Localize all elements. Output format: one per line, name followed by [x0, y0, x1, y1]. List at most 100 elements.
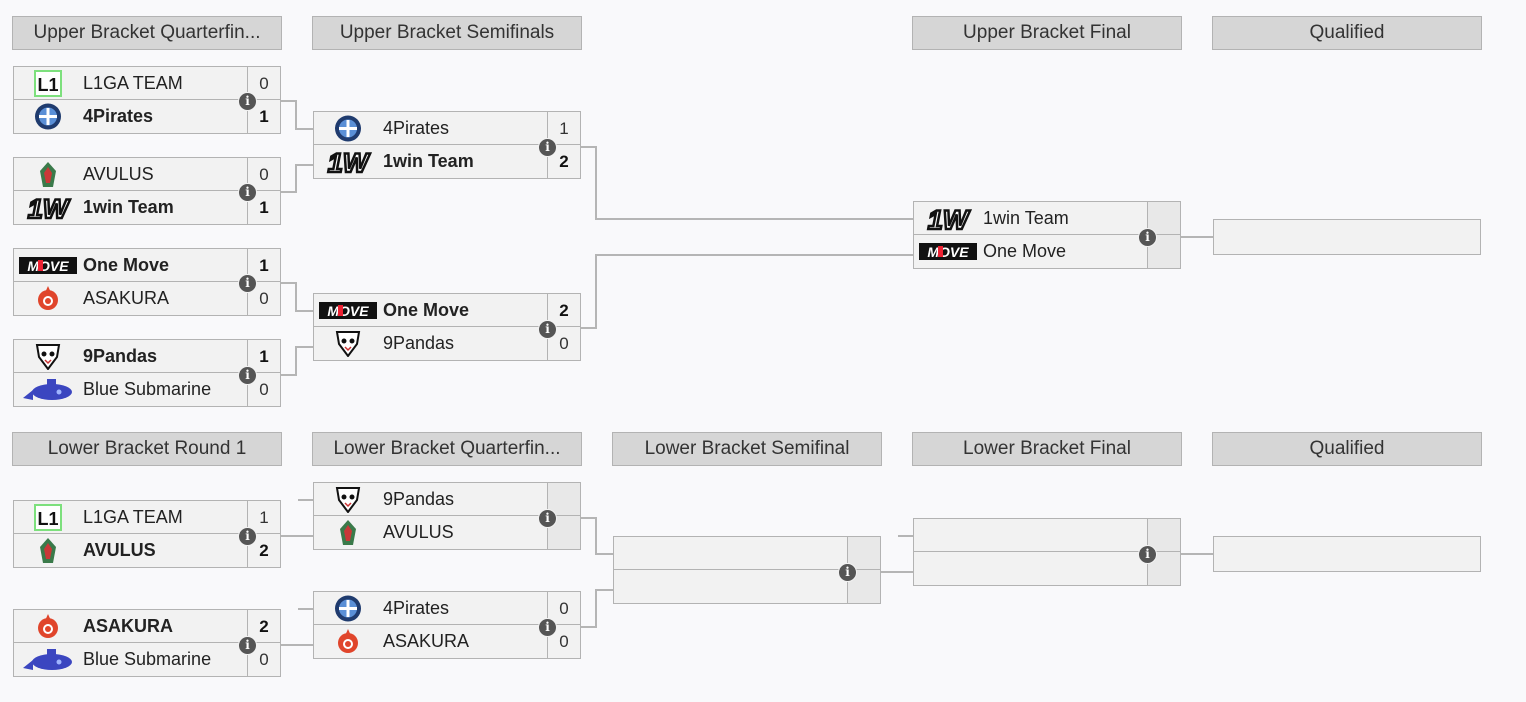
team-row[interactable]: 9Pandas 1: [13, 339, 281, 373]
team-row[interactable]: ASAKURA 0: [13, 282, 281, 316]
match-info-icon[interactable]: i: [1138, 228, 1157, 247]
team-row[interactable]: L1 L1GA TEAM 1: [13, 500, 281, 534]
team-score: 1: [247, 249, 280, 281]
1win-logo-icon: 1W: [919, 204, 977, 237]
match-ub-qf-2: AVULUS 0 1W 1win Team 1: [13, 157, 281, 225]
9pandas-logo-icon: [319, 486, 377, 514]
header-lower-bracket-round-1: Lower Bracket Round 1: [12, 432, 282, 466]
team-row[interactable]: ASAKURA 0: [313, 625, 581, 659]
team-name: 1win Team: [383, 151, 474, 171]
avulus-logo-icon: [319, 519, 377, 546]
team-name: 4Pirates: [83, 106, 154, 126]
match-lb-r1-2: ASAKURA 2 Blue Submarine 0: [13, 609, 281, 677]
qualified-row: [1213, 219, 1481, 255]
header-lower-bracket-final: Lower Bracket Final: [912, 432, 1182, 466]
team-row[interactable]: Blue Submarine 0: [13, 643, 281, 677]
asakura-logo-icon: [19, 285, 77, 312]
team-name: AVULUS: [83, 540, 156, 560]
match-info-icon[interactable]: i: [238, 527, 257, 546]
match-lb-sf: [613, 536, 881, 604]
match-info-icon[interactable]: i: [238, 183, 257, 202]
svg-text:1W: 1W: [328, 148, 371, 175]
1win-logo-icon: 1W: [319, 147, 377, 180]
match-lb-qf-2: 4Pirates 0 ASAKURA 0: [313, 591, 581, 659]
team-name: One Move: [83, 255, 170, 275]
match-info-icon[interactable]: i: [1138, 545, 1157, 564]
header-lower-qualified: Qualified: [1212, 432, 1482, 466]
match-info-icon[interactable]: i: [238, 636, 257, 655]
9pandas-logo-icon: [19, 343, 77, 371]
team-row-empty[interactable]: [613, 536, 881, 570]
match-info-icon[interactable]: i: [238, 274, 257, 293]
match-info-icon[interactable]: i: [538, 138, 557, 157]
match-ub-qf-3: MOVE One Move 1 ASAKURA 0: [13, 248, 281, 316]
team-name: AVULUS: [83, 164, 154, 184]
team-row[interactable]: 4Pirates 1: [13, 100, 281, 134]
bluesubmarine-logo-icon: [19, 376, 77, 403]
team-name: Blue Submarine: [83, 649, 212, 669]
team-name: One Move: [383, 300, 470, 320]
team-row[interactable]: 4Pirates 1: [313, 111, 581, 145]
team-name: 9Pandas: [383, 333, 455, 353]
team-name: 9Pandas: [383, 489, 455, 509]
team-row[interactable]: L1 L1GA TEAM 0: [13, 66, 281, 100]
svg-text:L1: L1: [37, 75, 58, 95]
team-row[interactable]: ASAKURA 2: [13, 609, 281, 643]
team-row[interactable]: AVULUS 0: [13, 157, 281, 191]
9pandas-logo-icon: [319, 330, 377, 358]
match-lb-final: [913, 518, 1181, 586]
match-info-icon[interactable]: i: [238, 92, 257, 111]
avulus-logo-icon: [19, 161, 77, 188]
match-info-icon[interactable]: i: [538, 320, 557, 339]
team-row[interactable]: AVULUS 2: [13, 534, 281, 568]
header-upper-bracket-final: Upper Bracket Final: [912, 16, 1182, 50]
match-ub-qf-1: L1 L1GA TEAM 0 4Pirates 1: [13, 66, 281, 134]
4pirates-logo-icon: [319, 595, 377, 622]
team-row[interactable]: MOVE One Move 2: [313, 293, 581, 327]
l1ga-logo-icon: L1: [19, 504, 77, 531]
avulus-logo-icon: [19, 537, 77, 564]
asakura-logo-icon: [19, 613, 77, 640]
match-ub-final: 1W 1win Team MOVE One Move: [913, 201, 1181, 269]
match-ub-qf-4: 9Pandas 1 Blue Submarine 0: [13, 339, 281, 407]
svg-text:1W: 1W: [28, 194, 71, 221]
match-info-icon[interactable]: i: [838, 563, 857, 582]
bluesubmarine-logo-icon: [19, 646, 77, 673]
onemove-logo-icon: MOVE: [19, 252, 77, 279]
l1ga-logo-icon: L1: [19, 70, 77, 97]
svg-text:MOVE: MOVE: [927, 244, 969, 260]
team-row[interactable]: MOVE One Move: [913, 235, 1181, 269]
team-row[interactable]: MOVE One Move 1: [13, 248, 281, 282]
onemove-logo-icon: MOVE: [919, 238, 977, 265]
header-upper-bracket-quarterfinals: Upper Bracket Quarterfin...: [12, 16, 282, 50]
team-name: L1GA TEAM: [83, 73, 183, 93]
svg-text:MOVE: MOVE: [27, 258, 69, 274]
asakura-logo-icon: [319, 628, 377, 655]
team-name: 1win Team: [83, 197, 174, 217]
team-name: 1win Team: [983, 208, 1069, 228]
team-row[interactable]: Blue Submarine 0: [13, 373, 281, 407]
team-row[interactable]: 1W 1win Team 2: [313, 145, 581, 179]
match-info-icon[interactable]: i: [538, 509, 557, 528]
team-row[interactable]: 1W 1win Team 1: [13, 191, 281, 225]
header-lower-bracket-quarterfinals: Lower Bracket Quarterfin...: [312, 432, 582, 466]
match-info-icon[interactable]: i: [238, 366, 257, 385]
team-row[interactable]: 4Pirates 0: [313, 591, 581, 625]
lb-qualified-slot: [1213, 536, 1481, 572]
team-name: 4Pirates: [383, 598, 450, 618]
svg-text:1W: 1W: [928, 205, 971, 232]
team-score: 0: [547, 625, 580, 658]
team-row-empty[interactable]: [913, 518, 1181, 552]
team-name: ASAKURA: [83, 288, 170, 308]
team-row[interactable]: 1W 1win Team: [913, 201, 1181, 237]
team-name: One Move: [983, 241, 1067, 261]
team-row-empty[interactable]: [613, 570, 881, 604]
team-name: 4Pirates: [383, 118, 450, 138]
team-name: ASAKURA: [383, 631, 470, 651]
match-ub-sf-2: MOVE One Move 2 9Pandas 0: [313, 293, 581, 361]
header-upper-bracket-semifinals: Upper Bracket Semifinals: [312, 16, 582, 50]
match-info-icon[interactable]: i: [538, 618, 557, 637]
4pirates-logo-icon: [319, 115, 377, 142]
team-name: AVULUS: [383, 522, 454, 542]
